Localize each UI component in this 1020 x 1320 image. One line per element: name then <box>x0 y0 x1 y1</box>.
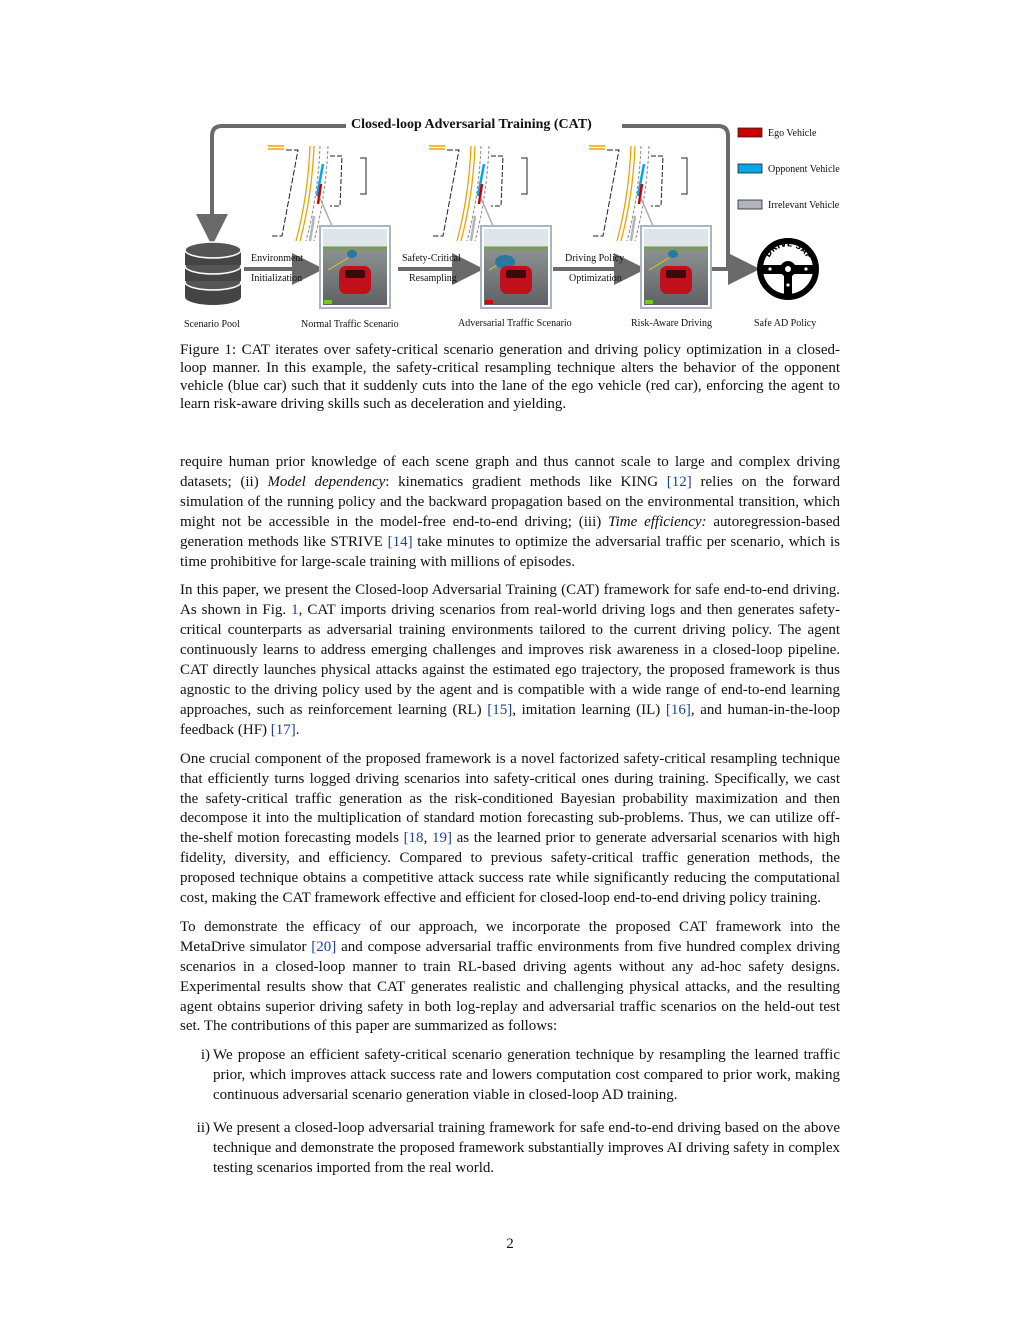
legend-ego-label: Ego Vehicle <box>768 128 817 139</box>
citation-link[interactable]: [16] <box>665 701 691 718</box>
text-run: take minutes to optimize the adversarial… <box>180 533 840 570</box>
list-item-text: We propose an efficient safety-critical … <box>213 1047 840 1103</box>
paragraph: require human prior knowledge of each sc… <box>180 453 840 572</box>
body-text: require human prior knowledge of each sc… <box>180 453 840 1192</box>
legend-swatch-ego <box>737 127 763 138</box>
citation-link[interactable]: 19] <box>431 830 452 847</box>
paragraph: To demonstrate the efficacy of our appro… <box>180 918 840 1037</box>
list-item-text: We present a closed-loop adversarial tra… <box>213 1120 840 1176</box>
legend-irrelevant-label: Irrelevant Vehicle <box>768 200 840 211</box>
legend-swatch-opponent <box>737 163 763 174</box>
citation-link[interactable]: [15] <box>487 701 513 718</box>
text-run: and compose adversarial traffic environm… <box>180 938 840 1035</box>
text-run: We propose an efficient safety-critical … <box>213 1047 840 1104</box>
simulator-screenshot <box>480 225 552 309</box>
list-item: i)We propose an efficient safety-critica… <box>180 1046 840 1106</box>
citation-link[interactable]: [18 <box>403 830 424 847</box>
stage-label-risk-aware: Risk-Aware Driving <box>631 318 713 329</box>
citation-link[interactable]: [17] <box>270 721 296 738</box>
figure-caption: Figure 1: CAT iterates over safety-criti… <box>180 341 840 413</box>
text-run: In this paper, we present the Closed-loo… <box>180 582 840 619</box>
paragraph: One crucial component of the proposed fr… <box>180 750 840 909</box>
stage-label-safe-policy: Safe AD Policy <box>754 318 817 329</box>
stage-label-adversarial: Adversarial Traffic Scenario <box>458 318 572 329</box>
text-run: : kinematics gradient methods like KING <box>385 473 667 490</box>
scenario-adversarial <box>429 145 552 309</box>
loop-line-left <box>196 124 346 246</box>
page-number: 2 <box>506 1236 514 1252</box>
citation-link[interactable]: [20] <box>311 938 337 955</box>
scenario-risk <box>589 145 712 309</box>
figure-title: Closed-loop Adversarial Training (CAT) <box>346 117 597 133</box>
citation-link[interactable]: [14] <box>387 533 413 550</box>
text-run: Figure 1: CAT iterates over safety-criti… <box>180 342 840 412</box>
citation-link[interactable]: [12] <box>666 473 692 490</box>
text-run: . <box>295 721 300 738</box>
figure-diagram: DRIVE SAFE <box>170 110 819 309</box>
road-map-sketch <box>268 145 367 242</box>
simulator-screenshot <box>319 225 391 309</box>
stage-label-normal: Normal Traffic Scenario <box>301 319 399 330</box>
legend-swatch-irrelevant <box>737 199 763 210</box>
legend-opponent-label: Opponent Vehicle <box>768 164 840 175</box>
text-run: We present a closed-loop adversarial tra… <box>213 1120 840 1176</box>
text-run: autoregression-based generation methods … <box>180 513 840 550</box>
italic-text: Time efficiency: <box>608 513 707 530</box>
road-map-sketch <box>429 145 528 242</box>
stage-label-scenario-pool: Scenario Pool <box>184 319 240 330</box>
loop-line-right <box>622 124 730 269</box>
list-item: ii)We present a closed-loop adversarial … <box>180 1119 840 1179</box>
text-run: One crucial component of the proposed fr… <box>180 750 840 847</box>
arrow-label-initialization: Initialization <box>251 273 303 284</box>
text-run: , <box>423 830 432 847</box>
list-number: ii) <box>196 1120 210 1137</box>
simulator-screenshot <box>640 225 712 309</box>
text-run: , and human-in-the-loop feedback (HF) <box>180 701 840 738</box>
scenario-normal <box>268 145 391 309</box>
italic-text: Model dependency <box>267 473 386 490</box>
arrow-label-environment: Environment <box>251 253 304 264</box>
figure-1: DRIVE SAFE Closed-loop Adversarial Train… <box>170 110 860 340</box>
text-run: , CAT imports driving scenarios from rea… <box>180 602 840 718</box>
arrow-label-safety-critical: Safety-Critical <box>402 253 461 264</box>
database-icon <box>184 241 242 305</box>
arrow-label-driving-policy: Driving Policy <box>565 253 625 264</box>
text-run: , imitation learning (IL) <box>512 701 666 718</box>
list-number: i) <box>200 1047 210 1064</box>
text-run: To demonstrate the efficacy of our appro… <box>180 918 840 955</box>
citation-link[interactable]: 1 <box>291 602 299 619</box>
text-run: as the learned prior to generate adversa… <box>180 830 841 907</box>
paragraph: In this paper, we present the Closed-loo… <box>180 581 840 740</box>
text-run: require human prior knowledge of each sc… <box>180 454 840 490</box>
road-map-sketch <box>589 145 688 242</box>
contributions-list: i)We propose an efficient safety-critica… <box>180 1046 840 1178</box>
text-run: relies on the forward simulation of the … <box>180 473 840 530</box>
arrow-label-resampling: Resampling <box>409 273 457 284</box>
arrow-label-optimization: Optimization <box>569 273 622 284</box>
